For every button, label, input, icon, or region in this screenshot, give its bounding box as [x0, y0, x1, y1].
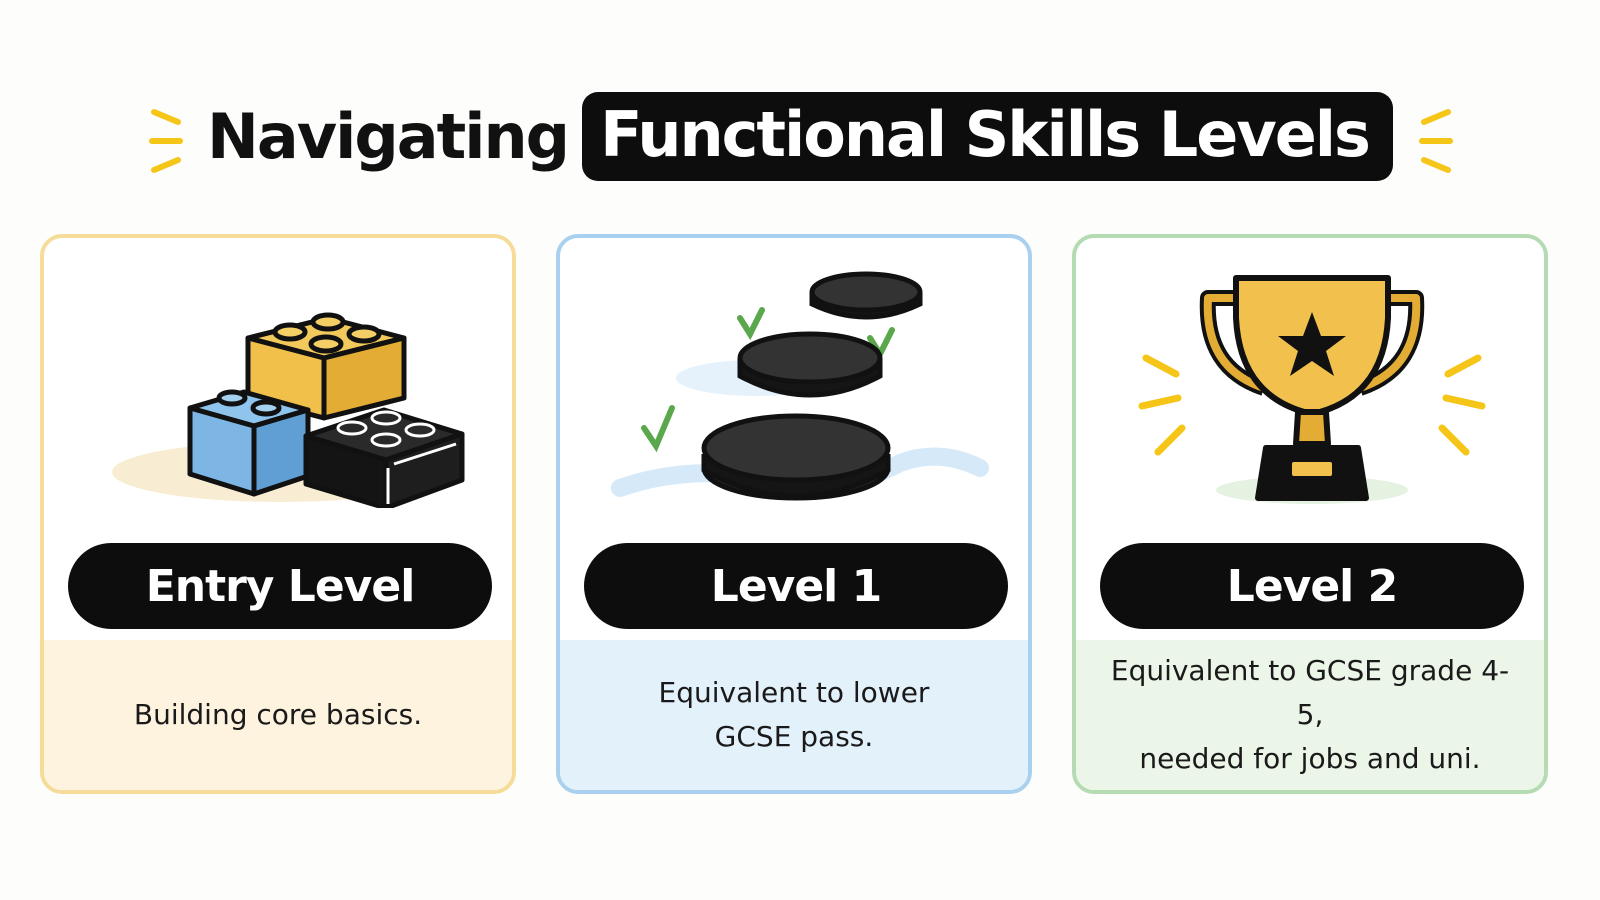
level-1-description: Equivalent to lower GCSE pass. — [560, 640, 1028, 790]
level-1-description-line: Equivalent to lower — [658, 676, 930, 709]
level-2-card: Level 2 Equivalent to GCSE grade 4-5, ne… — [1072, 234, 1548, 794]
right-sparkle-icon — [1419, 109, 1453, 173]
stepping-stones-icon — [611, 271, 989, 501]
level-2-description: Equivalent to GCSE grade 4-5, needed for… — [1076, 640, 1544, 790]
building-blocks-icon — [112, 312, 465, 508]
level-1-card: Level 1 Equivalent to lower GCSE pass. — [556, 234, 1032, 794]
entry-level-card: Entry Level Building core basics. — [40, 234, 516, 794]
level-2-description-line: needed for jobs and uni. — [1139, 742, 1481, 775]
entry-level-label: Entry Level — [68, 543, 492, 629]
level-2-label: Level 2 — [1100, 543, 1524, 629]
entry-level-description-line: Building core basics. — [133, 698, 423, 731]
entry-level-description: Building core basics. — [44, 640, 512, 790]
title-plain-text: Navigating — [207, 99, 570, 173]
title-highlight-text: Functional Skills Levels — [582, 91, 1393, 181]
level-1-description-line: GCSE pass. — [714, 720, 874, 753]
page-title: Navigating Functional Skills Levels — [0, 88, 1600, 184]
level-2-description-line: Equivalent to GCSE grade 4-5, — [1110, 654, 1510, 731]
level-1-label: Level 1 — [584, 543, 1008, 629]
left-sparkle-icon — [149, 109, 183, 173]
trophy-icon — [1138, 275, 1486, 504]
